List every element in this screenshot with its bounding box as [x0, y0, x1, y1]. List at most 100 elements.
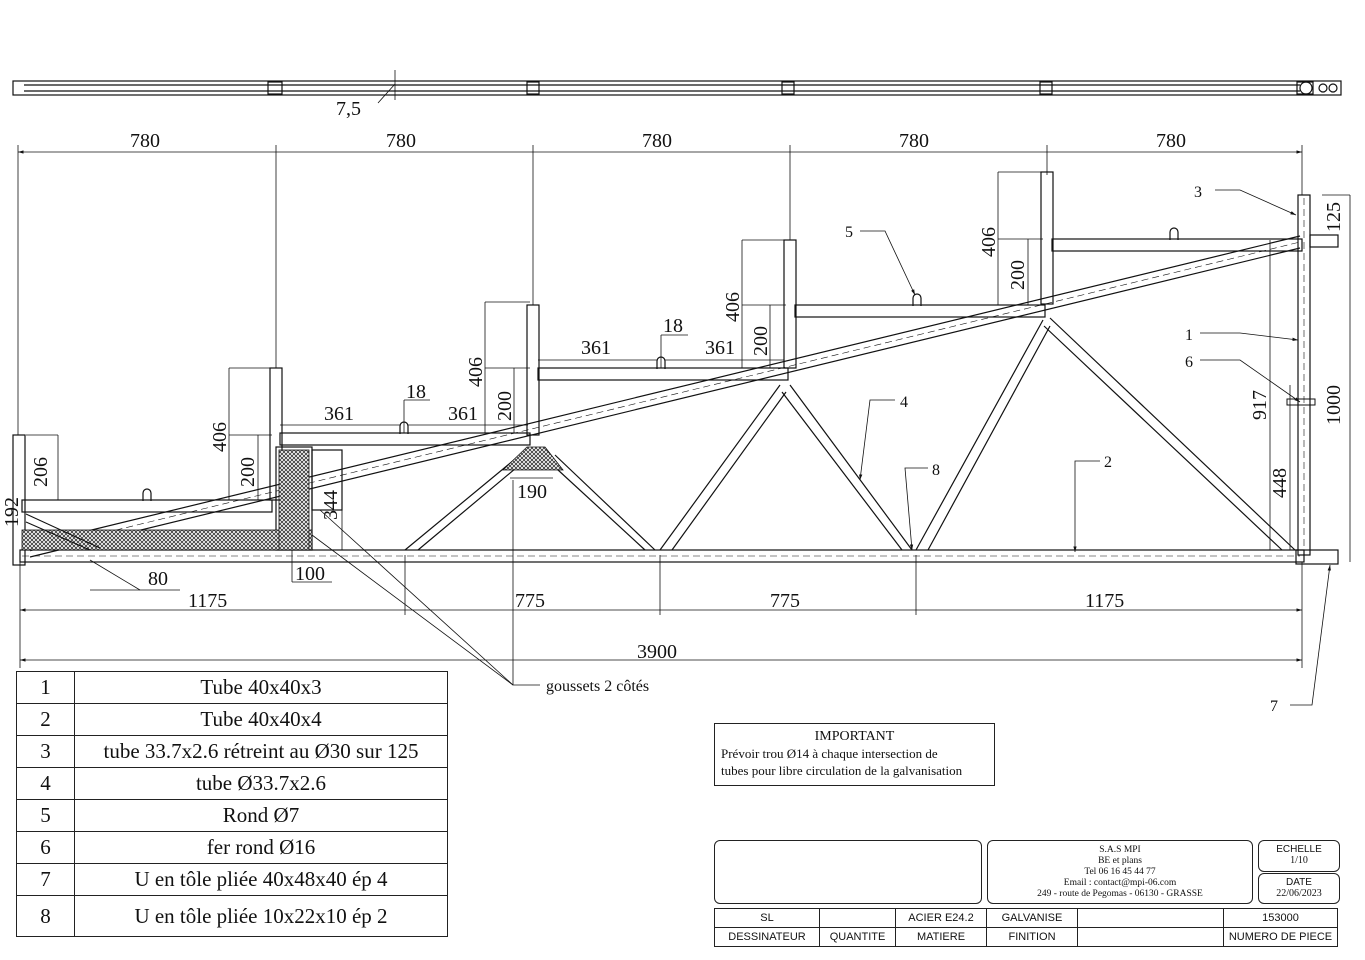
blank-label — [1077, 927, 1224, 947]
dim-top-span-4: 780 — [899, 130, 929, 152]
dim-200-c: 200 — [750, 326, 772, 356]
date-label: DATE — [1286, 877, 1312, 888]
important-note: IMPORTANT Prévoir trou Ø14 à chaque inte… — [714, 723, 995, 786]
part-description: Tube 40x40x3 — [74, 671, 448, 704]
dim-917: 917 — [1249, 390, 1271, 420]
dim-top-offset: 7,5 — [336, 98, 361, 120]
dim-361-a: 361 — [324, 403, 354, 425]
part-number: 1 — [16, 671, 75, 704]
callout-4: 4 — [900, 394, 908, 411]
dim-100: 100 — [295, 563, 325, 585]
quantity-value — [819, 908, 896, 928]
part-number: 8 — [16, 895, 75, 937]
dim-top-span-3: 780 — [642, 130, 672, 152]
important-title: IMPORTANT — [814, 729, 895, 744]
part-number: 3 — [16, 735, 75, 768]
important-line-2: tubes pour libre circulation de la galva… — [721, 763, 963, 778]
designer-label: DESSINATEUR — [714, 927, 820, 947]
dim-190: 190 — [517, 481, 547, 503]
designer-value: SL — [714, 908, 820, 928]
dim-bottom-1: 1175 — [188, 590, 227, 612]
part-number: 7 — [16, 863, 75, 896]
part-number: 6 — [16, 831, 75, 864]
company-phone: Tel 06 16 45 44 77 — [1084, 867, 1156, 877]
dim-top-span-5: 780 — [1156, 130, 1186, 152]
dim-406-d: 406 — [978, 227, 1000, 257]
dim-344: 344 — [320, 490, 342, 520]
material-label: MATIERE — [895, 927, 987, 947]
truss-frame — [12, 171, 1339, 566]
part-description: U en tôle pliée 40x48x40 ép 4 — [74, 863, 448, 896]
dim-bottom-4: 1175 — [1085, 590, 1124, 612]
company-email: Email : contact@mpi-06.com — [1063, 878, 1177, 888]
dim-18-a: 18 — [406, 381, 426, 403]
dim-192: 192 — [1, 497, 23, 527]
dim-200-a: 200 — [237, 457, 259, 487]
dim-406-c: 406 — [722, 292, 744, 322]
part-description: tube 33.7x2.6 rétreint au Ø30 sur 125 — [74, 735, 448, 768]
part-description: Rond Ø7 — [74, 799, 448, 832]
important-line-1: Prévoir trou Ø14 à chaque intersection d… — [721, 746, 938, 761]
dim-361-b: 361 — [448, 403, 478, 425]
material-value: ACIER E24.2 — [895, 908, 987, 928]
part-description: U en tôle pliée 10x22x10 ép 2 — [74, 895, 448, 937]
finish-label: FINITION — [986, 927, 1078, 947]
dim-80: 80 — [148, 568, 168, 590]
dim-361-d: 361 — [705, 337, 735, 359]
callout-2: 2 — [1104, 454, 1112, 471]
dim-top-span-1: 780 — [130, 130, 160, 152]
company-block: S.A.S MPI BE et plans Tel 06 16 45 44 77… — [987, 840, 1253, 904]
dim-206: 206 — [30, 457, 52, 487]
dim-200-b: 200 — [494, 391, 516, 421]
callout-5: 5 — [845, 224, 853, 241]
part-description: Tube 40x40x4 — [74, 703, 448, 736]
dim-18-b: 18 — [663, 315, 683, 337]
title-block-table: SL ACIER E24.2 GALVANISE 153000 DESSINAT… — [714, 908, 1338, 947]
dim-125: 125 — [1323, 202, 1345, 232]
dim-406-b: 406 — [465, 357, 487, 387]
company-name: S.A.S MPI — [1099, 845, 1141, 855]
dim-overall: 3900 — [637, 641, 677, 663]
dim-200-d: 200 — [1007, 260, 1029, 290]
part-number-value: 153000 — [1223, 908, 1338, 928]
dim-361-c: 361 — [581, 337, 611, 359]
callout-6: 6 — [1185, 354, 1193, 371]
part-number: 5 — [16, 799, 75, 832]
company-address: 249 - route de Pegomas - 06130 - GRASSE — [1037, 889, 1203, 899]
dim-bottom-2: 775 — [515, 590, 545, 612]
finish-value: GALVANISE — [986, 908, 1078, 928]
date-value: 22/06/2023 — [1276, 888, 1322, 899]
blank-value — [1077, 908, 1224, 928]
quantity-label: QUANTITE — [819, 927, 896, 947]
date-box: DATE 22/06/2023 — [1258, 873, 1340, 904]
callout-7: 7 — [1270, 698, 1278, 715]
dim-448: 448 — [1269, 468, 1291, 498]
scale-label: ECHELLE — [1276, 844, 1322, 855]
callout-8: 8 — [932, 462, 940, 479]
dim-bottom-3: 775 — [770, 590, 800, 612]
gusset-note: goussets 2 côtés — [546, 678, 649, 695]
company-line: BE et plans — [1098, 856, 1142, 866]
scale-value: 1/10 — [1290, 855, 1308, 866]
part-number-label: NUMERO DE PIECE — [1223, 927, 1338, 947]
callout-1: 1 — [1185, 327, 1193, 344]
part-number: 4 — [16, 767, 75, 800]
top-view — [12, 80, 1342, 96]
callout-3: 3 — [1194, 184, 1202, 201]
part-description: tube Ø33.7x2.6 — [74, 767, 448, 800]
part-description: fer rond Ø16 — [74, 831, 448, 864]
dim-406-a: 406 — [209, 422, 231, 452]
dim-1000: 1000 — [1323, 385, 1345, 425]
dim-top-span-2: 780 — [386, 130, 416, 152]
part-number: 2 — [16, 703, 75, 736]
